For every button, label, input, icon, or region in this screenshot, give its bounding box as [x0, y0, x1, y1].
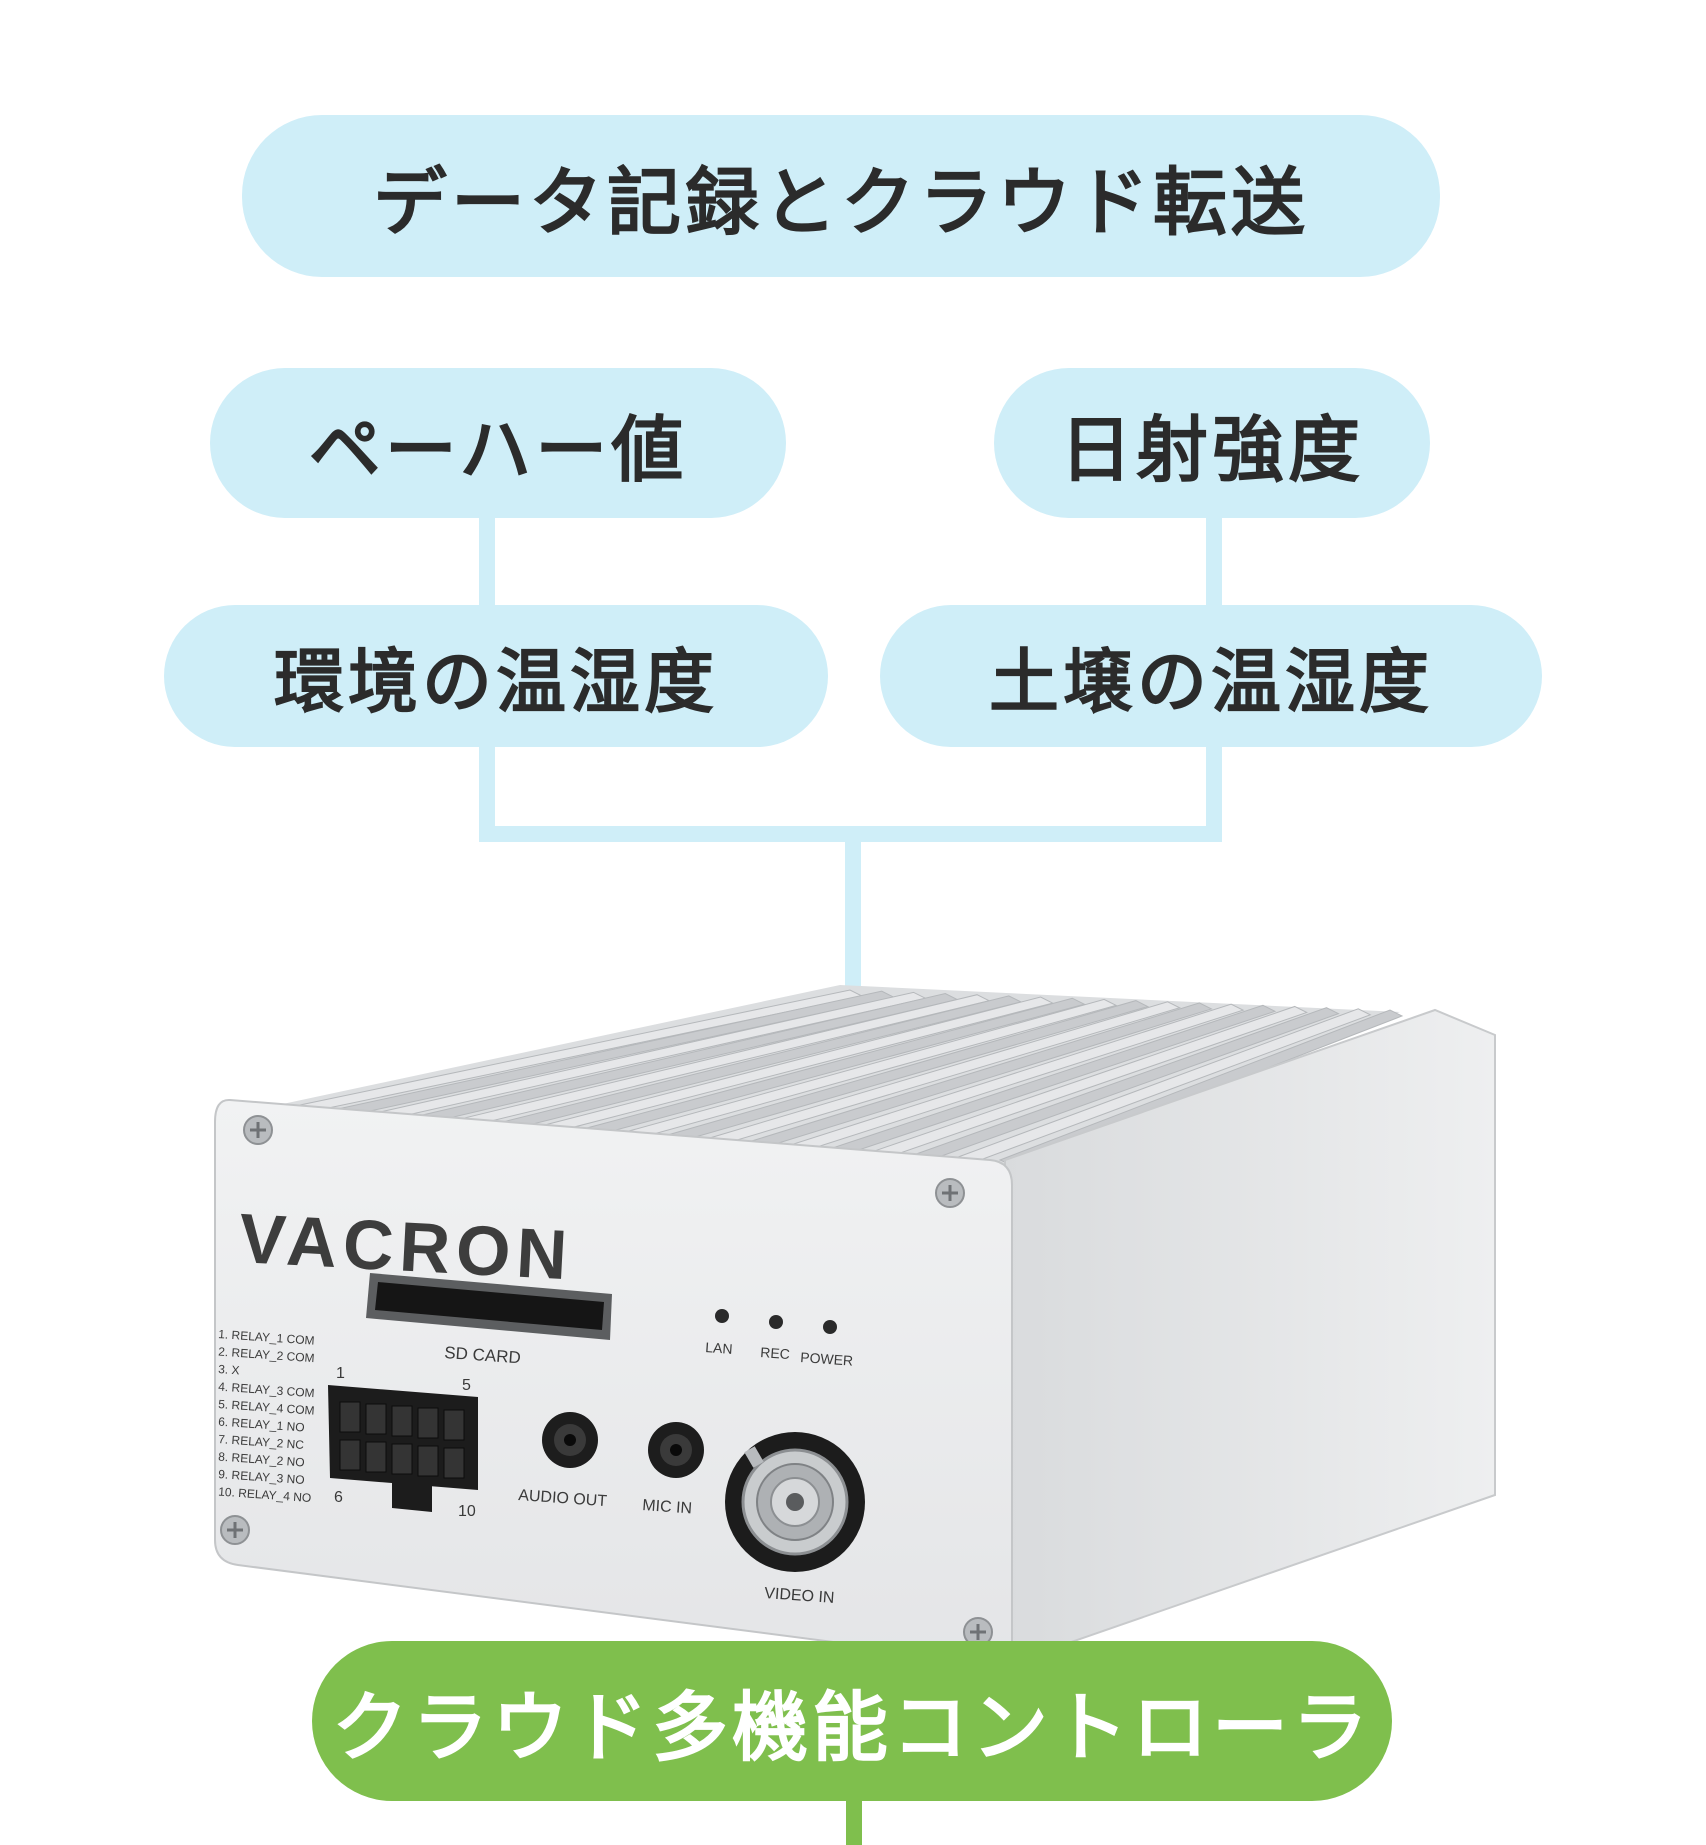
video-in-bnc-connector [725, 1432, 865, 1572]
terminal-num-10: 10 [458, 1503, 476, 1520]
connector-soil-down [1206, 745, 1222, 842]
terminal-num-6: 6 [334, 1489, 343, 1506]
video-in-label: VIDEO IN [764, 1585, 835, 1607]
pin-list-item: 10. RELAY_4 NO [218, 1485, 312, 1505]
node-data-cloud: データ記録とクラウド転送 [242, 115, 1440, 277]
node-env-temp-humidity: 環境の温湿度 [164, 605, 828, 747]
terminal-block [328, 1385, 478, 1512]
terminal-pin [443, 1447, 465, 1479]
node-solar-radiation: 日射強度 [994, 368, 1430, 518]
terminal-pin [339, 1401, 361, 1433]
led-label-lan: LAN [705, 1339, 733, 1357]
terminal-pin [365, 1403, 387, 1435]
terminal-pin [365, 1441, 387, 1473]
pin-list-item: 3. X [218, 1362, 240, 1377]
connector-to-device [845, 826, 861, 1006]
terminal-pin [391, 1405, 413, 1437]
terminal-pin [339, 1439, 361, 1471]
node-cloud-controller: クラウド多機能コントローラ [312, 1641, 1392, 1801]
pin-list-item: 8. RELAY_2 NO [218, 1450, 305, 1470]
sd-card-slot [366, 1273, 612, 1340]
led-label-power: POWER [800, 1349, 854, 1369]
terminal-pin [391, 1443, 413, 1475]
pin-list-item: 1. RELAY_1 COM [218, 1327, 315, 1348]
device-front-panel [214, 1098, 1013, 1664]
pin-list-item: 5. RELAY_4 COM [218, 1397, 315, 1418]
led-label-rec: REC [760, 1344, 791, 1362]
pin-list-item: 9. RELAY_3 NO [218, 1467, 305, 1487]
pin-list-item: 7. RELAY_2 NC [218, 1432, 305, 1452]
pin-list-item: 4. RELAY_3 COM [218, 1380, 315, 1401]
screw-icon [220, 1515, 250, 1545]
node-ph-value: ペーハー値 [210, 368, 786, 518]
mic-in-label: MIC IN [642, 1497, 693, 1517]
screw-icon [243, 1115, 273, 1145]
connector-controller-down [846, 1795, 862, 1845]
screw-icon [935, 1178, 965, 1208]
connector-env-down [479, 745, 495, 842]
connector-sun-soil [1206, 515, 1222, 610]
audio-out-label: AUDIO OUT [518, 1487, 608, 1510]
audio-out-jack [542, 1412, 598, 1468]
node-soil-temp-humidity: 土壌の温湿度 [880, 605, 1542, 747]
terminal-num-5: 5 [462, 1377, 471, 1394]
terminal-num-1: 1 [336, 1365, 345, 1382]
terminal-pin [443, 1409, 465, 1441]
connector-ph-env [479, 515, 495, 610]
pin-list-item: 2. RELAY_2 COM [218, 1345, 315, 1366]
pin-list-item: 6. RELAY_1 NO [218, 1415, 305, 1435]
led-indicators [715, 1309, 837, 1334]
terminal-pin [417, 1407, 439, 1439]
mic-in-jack [648, 1422, 704, 1478]
terminal-pin [417, 1445, 439, 1477]
